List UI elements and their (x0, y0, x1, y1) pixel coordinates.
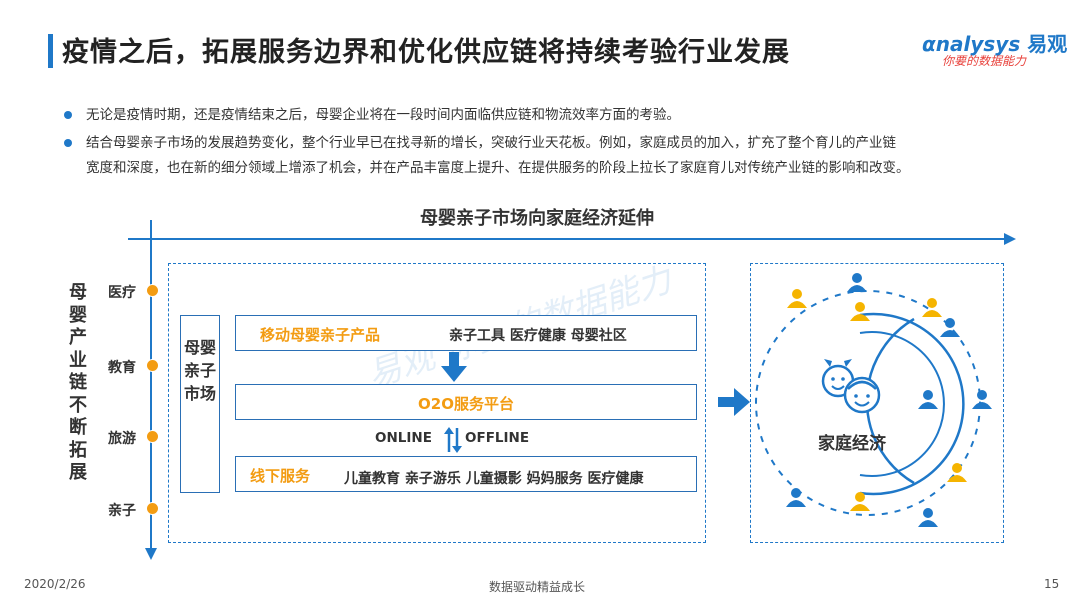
page-title: 疫情之后，拓展服务边界和优化供应链将持续考验行业发展 (62, 37, 790, 68)
up-down-arrows-icon (444, 427, 462, 453)
logo-a-icon: α (922, 32, 936, 56)
axis-point-label: 教育 (108, 360, 136, 376)
axis-point-label: 亲子 (108, 503, 136, 519)
footer-slogan: 数据驱动精益成长 (489, 580, 586, 594)
logo-slogan: 你要的数据能力 (942, 54, 1027, 68)
axis-point-dot (146, 430, 159, 443)
family-economy-graphic (755, 273, 992, 527)
offline-services-items: 儿童教育 亲子游乐 儿童摄影 妈妈服务 医疗健康 (344, 471, 644, 487)
family-dashed-frame (750, 263, 1004, 543)
page-number: 15 (1044, 577, 1060, 591)
footer-date: 2020/2/26 (24, 577, 86, 591)
mobile-products-items: 亲子工具 医疗健康 母婴社区 (449, 328, 627, 344)
bullet-text-2-cont: 宽度和深度，也在新的细分领域上增添了机会，并在产品丰富度上提升、在提供服务的阶段… (86, 160, 910, 176)
o2o-platform-title: O2O服务平台 (418, 395, 514, 413)
logo-brand-cn: 易观 (1027, 32, 1068, 56)
axis-point-label: 旅游 (108, 431, 136, 447)
logo-brand-latin: nalysys (935, 32, 1021, 56)
arrow-right-icon (718, 388, 750, 416)
analysys-logo: αnalysys 易观 你要的数据能力 (922, 28, 1067, 72)
offline-label: OFFLINE (465, 430, 530, 446)
vertical-axis-label: 母婴产业链不断拓展 (69, 282, 87, 483)
offline-services-box: 线下服务 儿童教育 亲子游乐 儿童摄影 妈妈服务 医疗健康 (235, 456, 697, 492)
offline-services-title: 线下服务 (250, 467, 311, 485)
bullet-text-2: 结合母婴亲子市场的发展趋势变化，整个行业早已在找寻新的增长，突破行业天花板。例如… (86, 135, 896, 151)
family-economy-label: 家庭经济 (818, 434, 886, 454)
kids-face-icon (821, 359, 881, 414)
person-icons-blue (786, 273, 992, 527)
arrow-right-icon (1004, 233, 1016, 245)
mobile-products-box: 移动母婴亲子产品 亲子工具 医疗健康 母婴社区 (235, 315, 697, 351)
person-icons-yellow (787, 289, 967, 511)
o2o-platform-box: O2O服务平台 (235, 384, 697, 420)
title-accent-bar (48, 34, 53, 68)
axis-point-dot (146, 502, 159, 515)
bullet-dot-icon (64, 111, 72, 119)
arrow-down-icon (145, 548, 157, 560)
bullet-text-1: 无论是疫情时期，还是疫情结束之后，母婴企业将在一段时间内面临供应链和物流效率方面… (86, 107, 680, 123)
axis-point-label: 医疗 (108, 285, 136, 301)
vertical-axis-arrow (150, 220, 152, 550)
horizontal-axis-label: 母婴亲子市场向家庭经济延伸 (420, 208, 654, 229)
axis-point-dot (146, 359, 159, 372)
market-dashed-frame (168, 263, 706, 543)
axis-point-dot (146, 284, 159, 297)
online-label: ONLINE (375, 430, 432, 446)
horizontal-axis-arrow (128, 238, 1006, 240)
mobile-products-title: 移动母婴亲子产品 (260, 326, 381, 344)
market-label: 母婴亲子市场 (183, 338, 216, 403)
arrow-down-icon (441, 352, 467, 382)
market-box (180, 315, 220, 493)
bullet-dot-icon (64, 139, 72, 147)
